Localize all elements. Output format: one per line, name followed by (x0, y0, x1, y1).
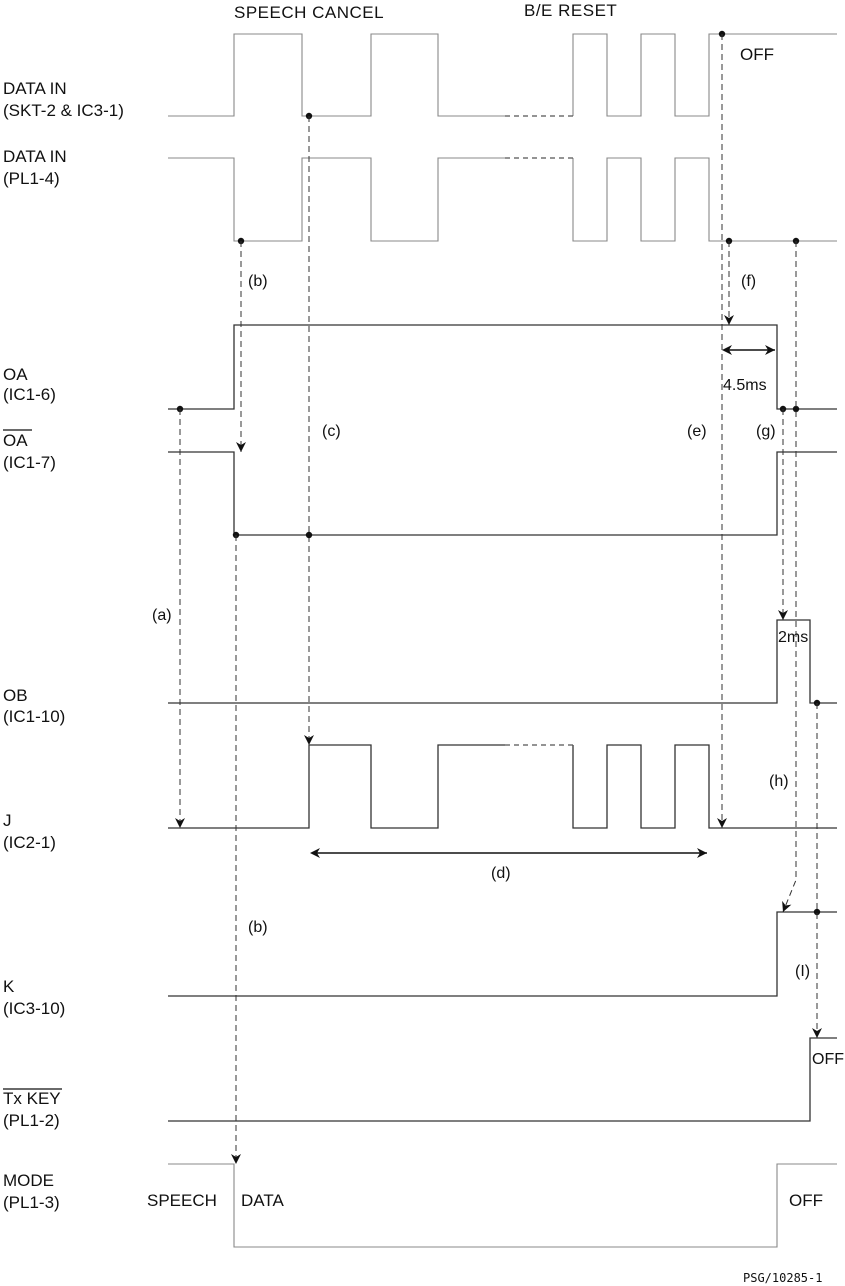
waveform-k (168, 912, 837, 996)
label-i: (I) (795, 963, 810, 980)
label-a: (a) (152, 607, 172, 624)
off-top-label: OFF (740, 45, 774, 64)
speech-cancel-label: SPEECH CANCEL (234, 3, 384, 22)
label-b-top: (b) (248, 273, 268, 290)
waveform-j (168, 745, 837, 828)
arrow-h (783, 241, 796, 912)
data-in-skt-name: DATA IN (3, 79, 67, 98)
j-name: J (3, 811, 12, 830)
data-in-pl-name: DATA IN (3, 147, 67, 166)
waveform-tx-key (168, 1038, 837, 1121)
dot-c-mid (306, 532, 312, 538)
be-reset-label: B/E RESET (524, 1, 617, 20)
label-speech: SPEECH (147, 1191, 217, 1210)
k-name: K (3, 977, 15, 996)
label-h: (h) (769, 773, 789, 790)
j-pin: (IC2-1) (3, 833, 56, 852)
oa-bar-name: OA (3, 431, 28, 450)
label-2ms: 2ms (778, 629, 808, 646)
waveform-data-in-pl (168, 158, 837, 241)
annotation-labels: (a) (b) (b) (c) (d) (e) (f) (g) (h) (I) … (147, 273, 844, 1210)
k-pin: (IC3-10) (3, 999, 65, 1018)
waveform-ob (168, 620, 837, 703)
waveform-oa (168, 325, 837, 409)
label-off-tx: OFF (812, 1051, 844, 1068)
waveform-data-in-skt (168, 34, 837, 116)
ob-name: OB (3, 686, 28, 705)
label-off-mode: OFF (789, 1191, 823, 1210)
label-e: (e) (687, 423, 707, 440)
label-data: DATA (241, 1191, 284, 1210)
waveform-oa-bar (168, 452, 837, 535)
label-b-bottom: (b) (248, 919, 268, 936)
ob-pin: (IC1-10) (3, 707, 65, 726)
label-g: (g) (756, 423, 776, 440)
tx-key-name: Tx KEY (3, 1089, 61, 1108)
mode-pin: (PL1-3) (3, 1193, 60, 1212)
label-c: (c) (322, 423, 341, 440)
data-in-skt-pin: (SKT-2 & IC3-1) (3, 101, 124, 120)
oa-bar-pin: (IC1-7) (3, 453, 56, 472)
mode-name: MODE (3, 1171, 54, 1190)
signal-labels: DATA IN (SKT-2 & IC3-1) DATA IN (PL1-4) … (3, 79, 124, 1212)
oa-name: OA (3, 365, 28, 384)
label-d: (d) (491, 865, 511, 882)
figure-reference: PSG/10285-1 (743, 1271, 822, 1285)
oa-pin: (IC1-6) (3, 385, 56, 404)
tx-key-pin: (PL1-2) (3, 1111, 60, 1130)
label-4-5ms: 4.5ms (723, 377, 767, 394)
causal-arrows (177, 31, 820, 1164)
label-f: (f) (741, 273, 756, 290)
data-in-pl-pin: (PL1-4) (3, 169, 60, 188)
